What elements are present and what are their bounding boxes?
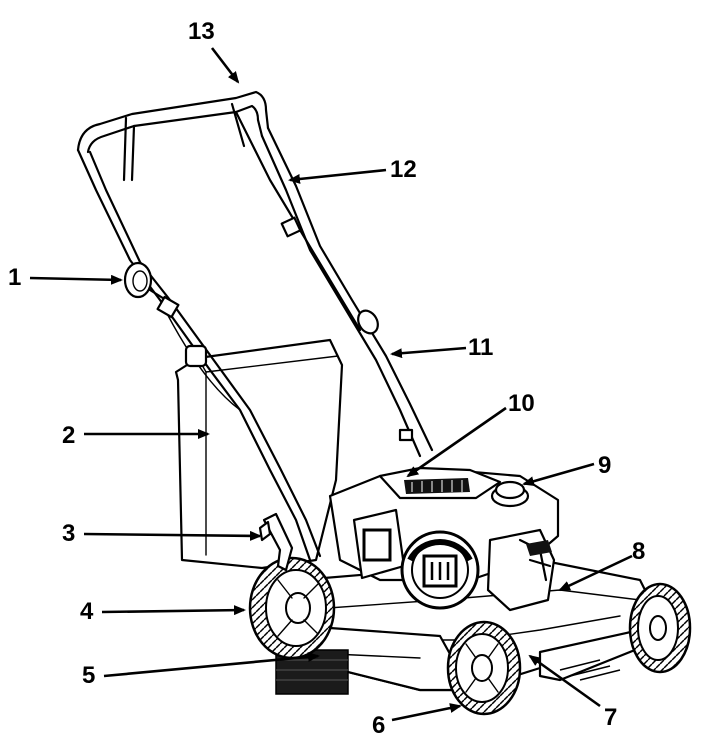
- callout-leaders: [29, 47, 633, 722]
- leader-7: [528, 654, 601, 708]
- leader-10: [406, 406, 507, 478]
- callout-12: 12: [390, 156, 417, 183]
- front-wheel: [446, 620, 522, 716]
- rear-wheel: [248, 556, 336, 660]
- leader-11: [390, 346, 467, 359]
- handle-frame: [76, 90, 434, 562]
- leader-5: [103, 651, 320, 678]
- callout-6: 6: [372, 712, 386, 739]
- handle-knob: [123, 261, 180, 319]
- grass-bag: [174, 338, 344, 570]
- leader-6: [391, 703, 462, 722]
- callout-11: 11: [468, 334, 494, 361]
- leader-8: [558, 554, 633, 592]
- callout-1: 1: [8, 264, 22, 291]
- front-wheel-right: [628, 582, 692, 674]
- callout-9: 9: [598, 452, 612, 479]
- leader-1: [29, 274, 123, 285]
- leader-13: [210, 47, 240, 84]
- callout-7: 7: [604, 704, 618, 731]
- leader-12: [288, 168, 387, 184]
- engine: [328, 466, 560, 612]
- callout-2: 2: [62, 422, 76, 449]
- callout-3: 3: [62, 520, 76, 547]
- callout-8: 8: [632, 538, 646, 565]
- callout-10: 10: [508, 390, 535, 417]
- leader-3: [83, 530, 262, 541]
- callout-13: 13: [188, 18, 215, 45]
- leader-9: [522, 462, 595, 487]
- callout-5: 5: [82, 662, 96, 689]
- callout-4: 4: [80, 598, 94, 625]
- leader-4: [101, 605, 246, 616]
- height-adjust-lever: [258, 512, 294, 572]
